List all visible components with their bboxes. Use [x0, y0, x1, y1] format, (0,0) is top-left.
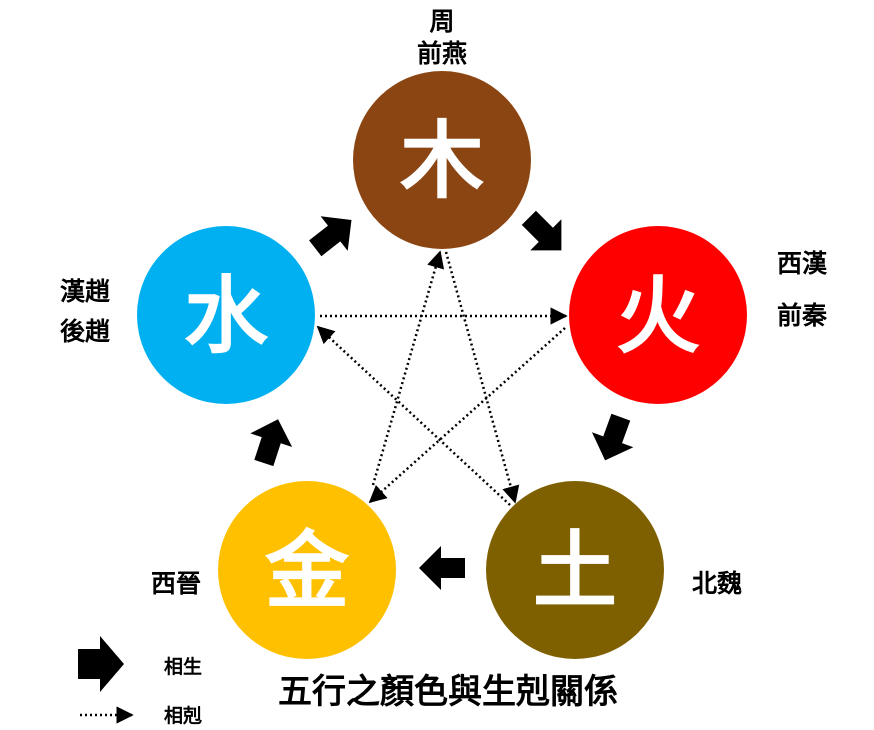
legend: 相生 相剋 [78, 636, 202, 727]
fire-char: 火 [616, 267, 700, 365]
wood-char: 木 [400, 112, 484, 210]
arrow-metal-to-wood [371, 250, 445, 486]
arrow-earth-to-metal [419, 546, 465, 590]
diagram-caption: 五行之顏色與生剋關係 [278, 672, 618, 712]
earth-circle [486, 481, 664, 659]
dynasty-label-water-2: 後趙 [60, 317, 111, 346]
water-char: 水 [184, 267, 269, 365]
overcoming-arrows [316, 250, 568, 506]
earth-char: 土 [533, 522, 617, 620]
arrow-earth-to-water [316, 325, 511, 506]
legend-overcoming-label: 相剋 [164, 705, 202, 727]
dynasty-label-fire-1: 西漢 [777, 249, 828, 278]
metal-char: 金 [265, 522, 350, 620]
arrow-fire-to-earth [591, 413, 634, 461]
dynasty-label-metal-1: 西晉 [151, 569, 201, 598]
element-wood: 木 [353, 71, 531, 249]
dynasty-label-wood-1: 周 [429, 7, 454, 36]
dynasty-label-water-1: 漢趙 [60, 277, 111, 306]
element-water: 水 [137, 226, 315, 404]
arrow-fire-to-metal [368, 327, 566, 504]
dynasty-label-wood-2: 前燕 [417, 39, 467, 68]
dynasty-label-fire-2: 前秦 [777, 301, 828, 330]
water-circle [137, 226, 315, 404]
wood-circle [353, 71, 531, 249]
arrow-water-to-wood [309, 216, 352, 257]
fire-circle [569, 226, 747, 404]
generating-arrows [250, 210, 634, 590]
element-metal: 金 [218, 481, 396, 659]
element-fire: 火 [569, 226, 747, 404]
arrow-metal-to-water [250, 419, 293, 467]
metal-circle [218, 481, 396, 659]
arrow-wood-to-earth [444, 251, 520, 504]
legend-generating-label: 相生 [164, 655, 202, 678]
arrow-wood-to-fire [521, 210, 562, 251]
legend-generating-arrow-icon [78, 636, 124, 692]
dynasty-label-earth-1: 北魏 [692, 569, 742, 598]
element-earth: 土 [486, 481, 664, 659]
